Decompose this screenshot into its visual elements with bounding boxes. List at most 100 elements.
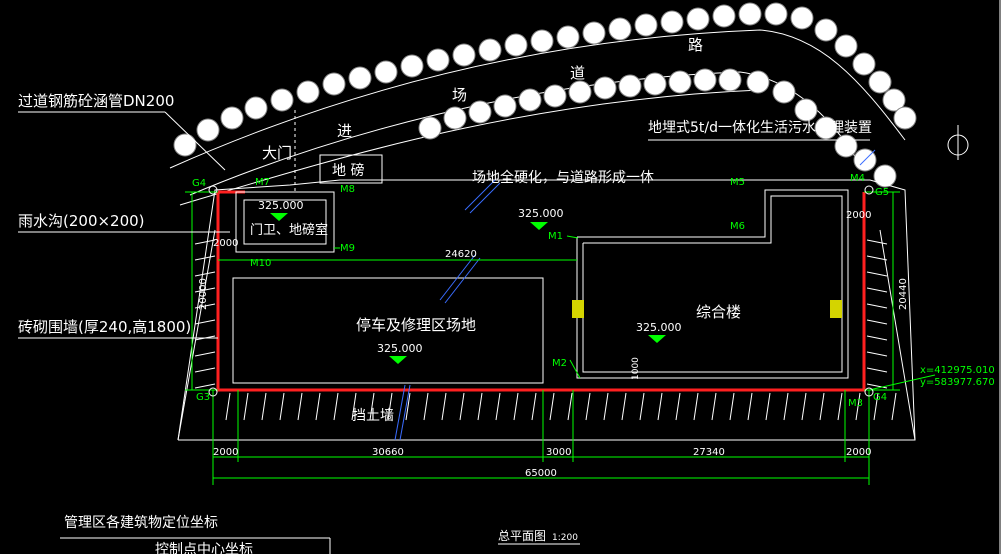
- hatch-line: [351, 392, 357, 421]
- tree-icon: [814, 18, 838, 42]
- control-point-g5: [864, 185, 874, 195]
- road-edge-inner: [189, 71, 861, 196]
- tree-icon: [746, 70, 770, 94]
- hatch-line: [866, 367, 888, 373]
- tree-icon: [400, 54, 424, 78]
- road-char-2: 场: [452, 86, 467, 104]
- tree-icon: [712, 4, 736, 28]
- tree-icon: [873, 164, 897, 188]
- hatch-line: [783, 392, 789, 421]
- tree-icon: [668, 70, 692, 94]
- coord-x: x=412975.010: [920, 365, 995, 376]
- hatch-line: [765, 392, 771, 421]
- elevation-building: 325.000: [636, 321, 682, 334]
- tree-icon: [893, 106, 917, 130]
- weighbridge-box: [319, 154, 383, 184]
- tree-icon: [556, 25, 580, 49]
- hatch-line: [873, 392, 879, 421]
- tree-icon: [568, 80, 592, 104]
- guardroom-inner: [243, 199, 327, 245]
- label-gate: 大门: [262, 144, 292, 162]
- tree-icon: [608, 17, 632, 41]
- dim-1000: 1000: [631, 357, 641, 380]
- hatch-line: [866, 319, 888, 325]
- hatch-line: [495, 392, 501, 421]
- road-char-1: 进: [337, 122, 352, 140]
- tree-icon: [643, 72, 667, 96]
- elevation-parking: 325.000: [377, 342, 423, 355]
- hatch-line: [279, 392, 285, 421]
- label-paving: 场地全硬化，与道路形成一体: [472, 169, 654, 186]
- hatch-line: [459, 392, 465, 421]
- tree-icon: [834, 34, 858, 58]
- hatch-line: [387, 392, 393, 421]
- tree-icon: [478, 38, 502, 62]
- dim-24620: 24620: [445, 249, 477, 260]
- tree-icon: [244, 96, 268, 120]
- column-right: [830, 300, 842, 318]
- tree-icon: [504, 33, 528, 57]
- point-m3: M3: [848, 398, 863, 409]
- label-sewage: 地埋式5t/d一体化生活污水处理装置: [648, 120, 872, 136]
- tree-icon: [493, 94, 517, 118]
- hatch-line: [194, 303, 216, 309]
- road-char-4: 路: [688, 36, 703, 54]
- guardroom-outline: [235, 191, 335, 253]
- label-building: 综合楼: [696, 303, 741, 321]
- tree-icon: [814, 116, 838, 140]
- tree-icon: [868, 70, 892, 94]
- hatch-line: [423, 392, 429, 421]
- label-weighbridge: 地 磅: [332, 162, 364, 179]
- tree-icon: [772, 80, 796, 104]
- site-boundary: [177, 179, 916, 441]
- tree-icon: [196, 118, 220, 142]
- tree-icon: [322, 72, 346, 96]
- tree-icon: [618, 74, 642, 98]
- tree-icon: [738, 2, 762, 26]
- tree-icon: [693, 68, 717, 92]
- label-culvert: 过道钢筋砼涵管DN200: [18, 92, 174, 110]
- label-drain: 雨水沟(200×200): [18, 212, 145, 230]
- tree-icon: [173, 133, 197, 157]
- hatch-line: [194, 351, 216, 357]
- hatch-line: [477, 392, 483, 421]
- hatch-line: [801, 392, 807, 421]
- hatch-line: [866, 351, 888, 357]
- tree-icon: [834, 134, 858, 158]
- tree-icon: [220, 106, 244, 130]
- point-m6: M6: [730, 221, 745, 232]
- tree-icon: [718, 68, 742, 92]
- leader-culvert-2: [164, 111, 226, 171]
- hatch-line: [866, 287, 888, 293]
- pipe-3: [464, 179, 496, 211]
- tree-icon: [374, 60, 398, 84]
- tree-icon: [582, 21, 606, 45]
- tree-icon: [418, 116, 442, 140]
- point-g3: G3: [196, 392, 210, 403]
- table-title: 管理区各建筑物定位坐标: [64, 515, 218, 531]
- label-guardroom: 门卫、地磅室: [250, 222, 328, 238]
- hatch-line: [194, 271, 216, 277]
- hatch-line: [225, 392, 231, 421]
- hatch-line: [866, 335, 888, 341]
- hatch-line: [513, 392, 519, 421]
- building-outline: [576, 189, 849, 379]
- hatch-line: [369, 392, 375, 421]
- elevation-yard: 325.000: [518, 207, 564, 220]
- hatch-line: [194, 255, 216, 261]
- hatch-line: [729, 392, 735, 421]
- hatch-line: [819, 392, 825, 421]
- hatch-line: [693, 392, 699, 421]
- hatch-line: [297, 392, 303, 421]
- dim-2000-guard: 2000: [213, 238, 238, 249]
- hatch-line: [194, 319, 216, 325]
- tree-icon: [852, 52, 876, 76]
- plan-scale: 1:200: [552, 533, 578, 543]
- hatch-line: [549, 392, 555, 421]
- hatch-line: [585, 392, 591, 421]
- hatch-line: [621, 392, 627, 421]
- hatch-line: [747, 392, 753, 421]
- hatch-line: [866, 271, 888, 277]
- control-point-g4a: [208, 185, 218, 195]
- elevation-marker-parking: [389, 356, 407, 364]
